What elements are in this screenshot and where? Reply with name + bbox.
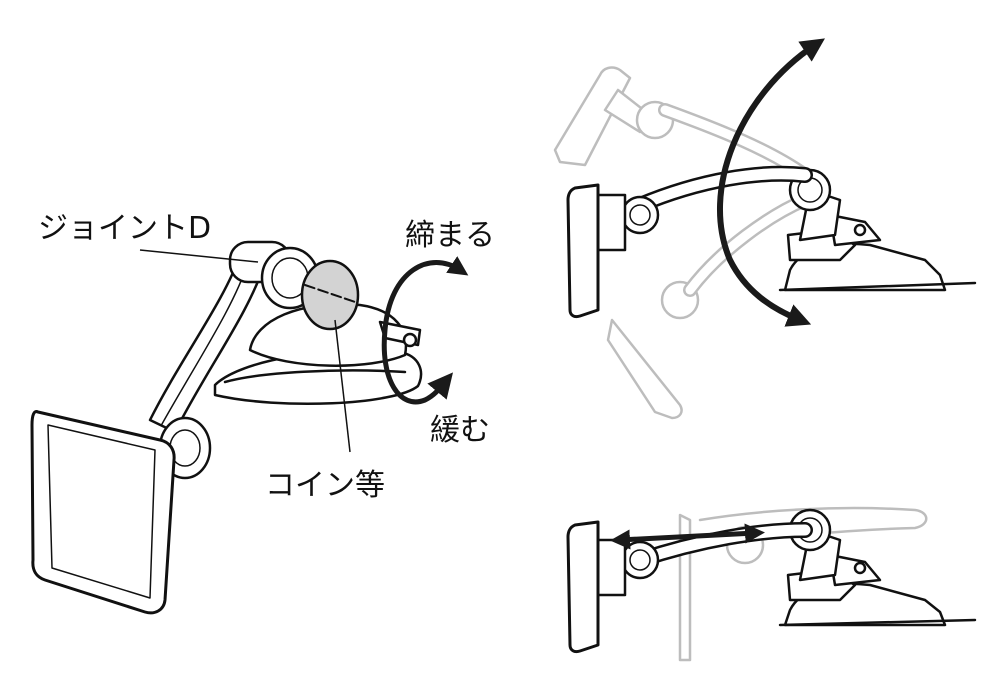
coin <box>300 259 360 331</box>
leader-coin <box>334 319 351 453</box>
label-coin: コイン等 <box>265 468 385 503</box>
label-loosen: 緩む <box>430 413 490 448</box>
leader-joint-d <box>139 249 259 263</box>
label-joint-d: ジョイントD <box>38 211 211 246</box>
tilt-range-icon <box>553 38 977 420</box>
rotation-arrow <box>381 256 469 405</box>
extend-range-icon <box>566 506 977 662</box>
phone-plate <box>30 410 176 615</box>
mount-with-coin-icon <box>30 240 423 615</box>
label-tighten: 締まる <box>405 218 495 253</box>
